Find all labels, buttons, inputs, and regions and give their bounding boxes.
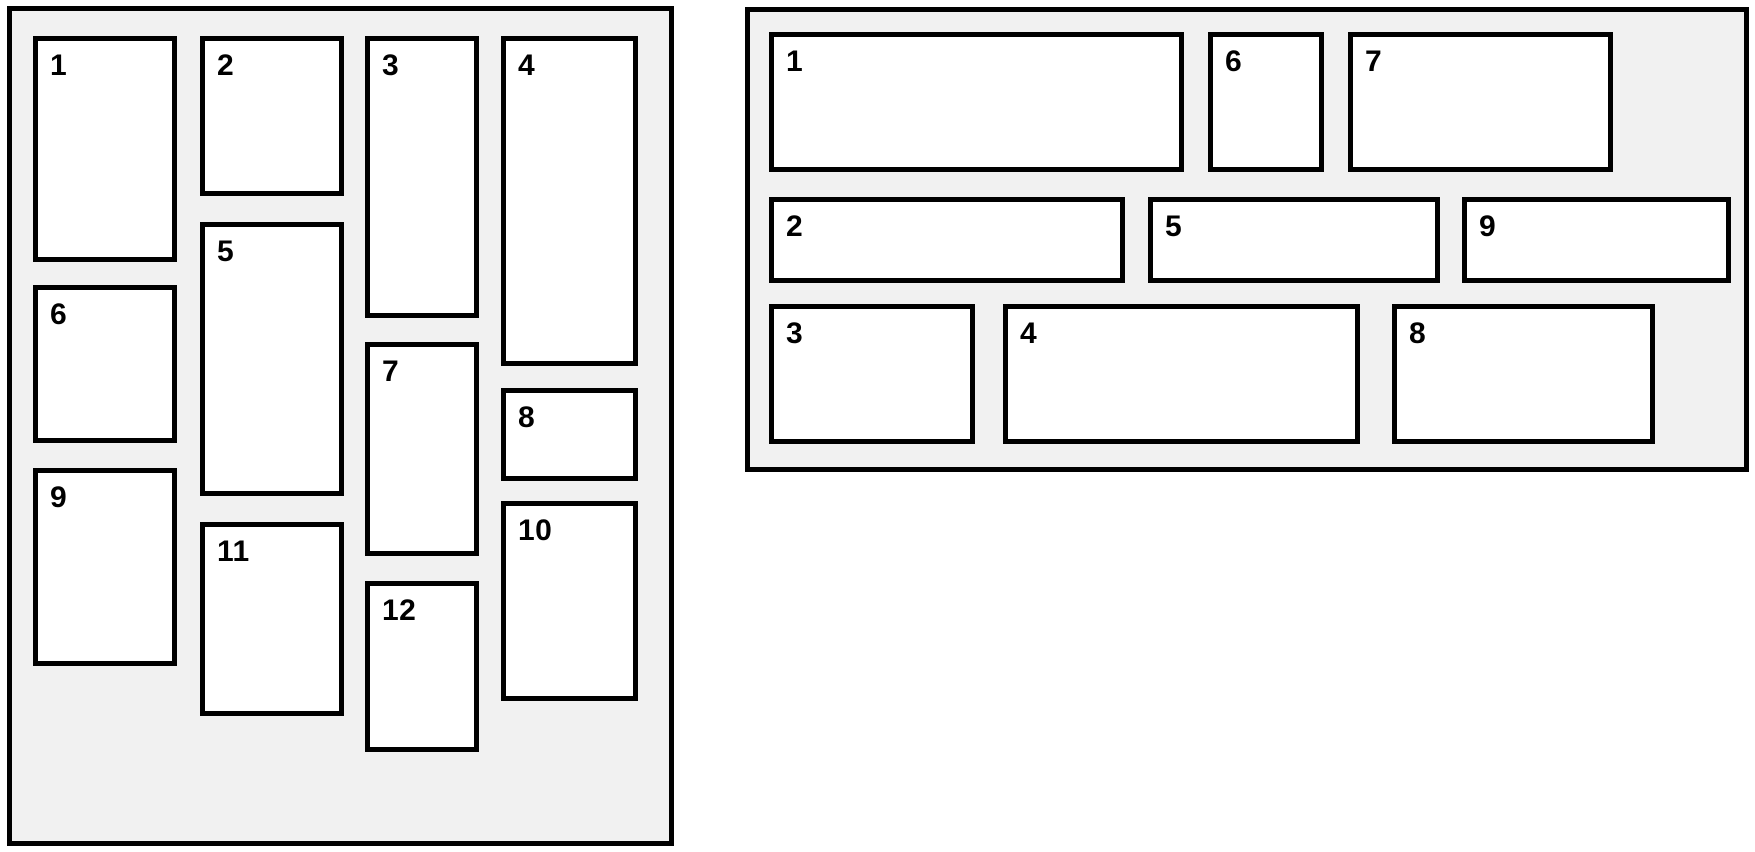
card-label: 11 [217, 535, 250, 568]
card-label: 4 [518, 49, 536, 82]
card-label: 5 [1165, 210, 1183, 243]
card-label: 8 [518, 401, 536, 434]
right-card-3: 3 [769, 304, 975, 444]
card-label: 9 [50, 481, 68, 514]
left-card-7: 7 [365, 342, 479, 556]
card-label: 5 [217, 235, 235, 268]
left-card-10: 10 [501, 501, 638, 701]
right-card-6: 6 [1208, 32, 1324, 172]
horizontal-masonry-panel: 1 2 3 4 5 6 7 8 9 [745, 7, 1749, 472]
right-card-9: 9 [1462, 197, 1731, 283]
card-label: 2 [786, 210, 804, 243]
card-label: 4 [1020, 317, 1038, 350]
right-card-5: 5 [1148, 197, 1440, 283]
left-card-6: 6 [33, 285, 177, 443]
right-card-2: 2 [769, 197, 1125, 283]
left-card-2: 2 [200, 36, 344, 196]
card-label: 6 [1225, 45, 1243, 78]
card-label: 9 [1479, 210, 1497, 243]
card-label: 12 [382, 594, 417, 627]
card-label: 3 [786, 317, 804, 350]
left-card-8: 8 [501, 388, 638, 481]
left-card-9: 9 [33, 468, 177, 666]
right-card-8: 8 [1392, 304, 1655, 444]
right-card-7: 7 [1348, 32, 1613, 172]
card-label: 6 [50, 298, 68, 331]
right-card-1: 1 [769, 32, 1184, 172]
card-label: 1 [786, 45, 804, 78]
card-label: 7 [1365, 45, 1383, 78]
left-card-3: 3 [365, 36, 479, 318]
left-card-4: 4 [501, 36, 638, 366]
card-label: 8 [1409, 317, 1427, 350]
card-label: 1 [50, 49, 68, 82]
left-card-11: 11 [200, 522, 344, 716]
vertical-masonry-panel: 1 2 3 4 5 6 7 8 9 10 11 12 [7, 6, 674, 846]
left-card-5: 5 [200, 222, 344, 496]
card-label: 7 [382, 355, 400, 388]
left-card-12: 12 [365, 581, 479, 752]
card-label: 3 [382, 49, 400, 82]
card-label: 10 [518, 514, 553, 547]
card-label: 2 [217, 49, 235, 82]
left-card-1: 1 [33, 36, 177, 262]
right-card-4: 4 [1003, 304, 1360, 444]
